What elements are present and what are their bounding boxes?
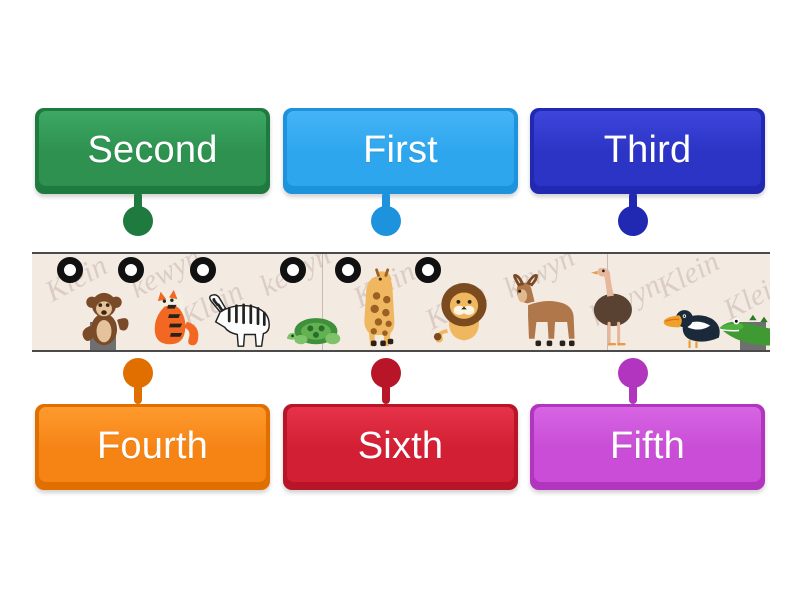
drop-target[interactable] <box>415 257 441 283</box>
drop-target[interactable] <box>190 257 216 283</box>
connector-pin-sixth <box>371 358 401 404</box>
label-card-text: Second <box>87 128 218 171</box>
connector-knob[interactable] <box>618 206 648 236</box>
drop-target[interactable] <box>118 257 144 283</box>
connector-stem <box>382 382 390 404</box>
animal-lion <box>432 268 496 348</box>
label-card-fourth[interactable]: Fourth <box>35 404 270 490</box>
panel-divider <box>322 254 323 350</box>
panel-divider <box>607 254 608 350</box>
connector-pin-second <box>123 192 153 238</box>
animal-giraffe <box>354 268 414 348</box>
label-card-text: Third <box>603 128 692 171</box>
animal-tiger <box>140 268 200 348</box>
label-card-second[interactable]: Second <box>35 108 270 194</box>
connector-pin-third <box>618 192 648 238</box>
label-card-text: Sixth <box>357 424 444 467</box>
image-corner-marker <box>740 322 766 350</box>
connector-stem <box>629 192 637 214</box>
connector-knob[interactable] <box>123 358 153 388</box>
connector-pin-first <box>371 192 401 238</box>
image-corner-marker <box>90 322 116 350</box>
connector-knob[interactable] <box>371 206 401 236</box>
animal-antelope <box>502 268 582 348</box>
label-card-third[interactable]: Third <box>530 108 765 194</box>
label-card-text: Fifth <box>610 424 685 467</box>
connector-stem <box>134 382 142 404</box>
drop-target[interactable] <box>335 257 361 283</box>
connector-pin-fifth <box>618 358 648 404</box>
label-card-text: Fourth <box>96 424 209 467</box>
watermark: Klein <box>717 266 770 327</box>
watermark: Klein <box>419 276 493 337</box>
connector-stem <box>134 192 142 214</box>
animal-toucan <box>662 268 724 349</box>
watermark: Klein <box>651 252 725 305</box>
watermark: kewyn <box>498 252 581 305</box>
animal-zebra <box>204 268 276 348</box>
connector-stem <box>629 382 637 404</box>
label-card-sixth[interactable]: Sixth <box>283 404 518 490</box>
connector-stem <box>382 192 390 214</box>
label-card-text: First <box>363 128 438 171</box>
drop-target[interactable] <box>280 257 306 283</box>
watermark: Klein <box>175 274 249 335</box>
animal-ostrich <box>584 267 638 348</box>
drop-target[interactable] <box>57 257 83 283</box>
connector-knob[interactable] <box>371 358 401 388</box>
connector-pin-fourth <box>123 358 153 404</box>
connector-knob[interactable] <box>618 358 648 388</box>
picture-strip: KleinkewynKleinkewynKleinKleinkewynkewyn… <box>32 252 770 352</box>
label-card-first[interactable]: First <box>283 108 518 194</box>
connector-knob[interactable] <box>123 206 153 236</box>
watermark: kewyn <box>584 268 667 333</box>
label-card-fifth[interactable]: Fifth <box>530 404 765 490</box>
